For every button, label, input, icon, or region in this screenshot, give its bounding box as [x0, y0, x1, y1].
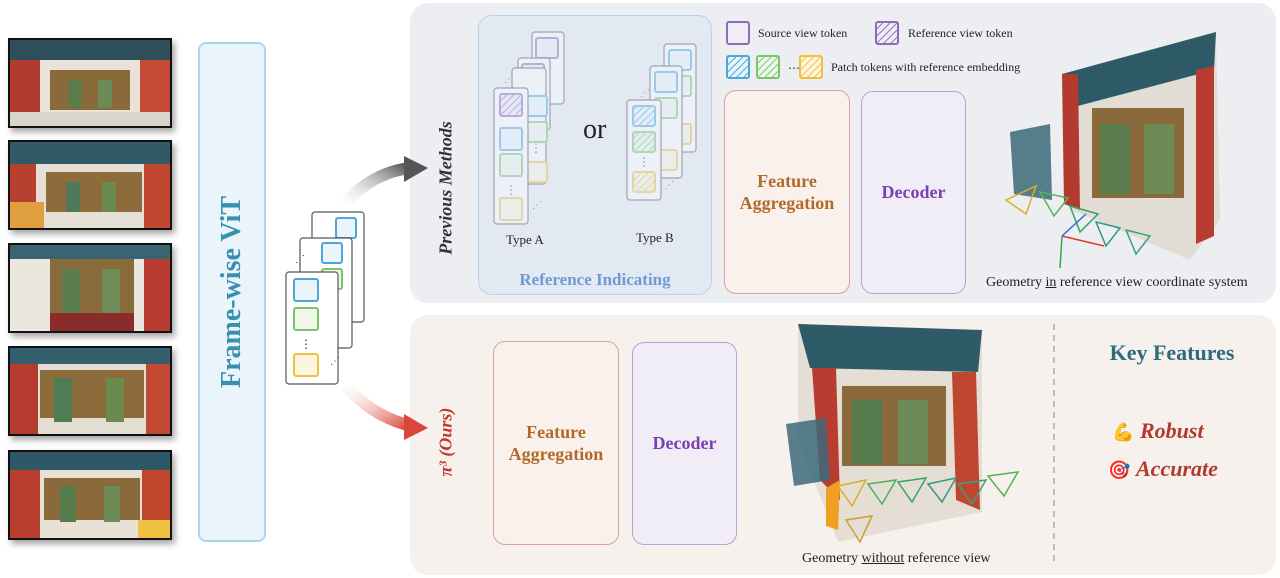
legend-patch-swatches: ⋯ [726, 55, 823, 79]
svg-text:⋯: ⋯ [788, 61, 800, 75]
type-a-label: Type A [506, 232, 544, 247]
key-feature-robust-label: Robust [1140, 418, 1204, 443]
reference-indicating-panel [478, 15, 712, 295]
point-cloud-reference-view [1004, 32, 1220, 269]
legend-reference-swatch [875, 21, 899, 45]
input-frame [8, 346, 172, 436]
ours-feature-aggregation-label: Feature Aggregation [508, 421, 604, 465]
previous-geometry-caption: Geometry in reference view coordinate sy… [986, 275, 1248, 290]
svg-text:⋰: ⋰ [330, 356, 340, 367]
ours-geometry-caption: Geometry without reference view [802, 551, 991, 566]
target-icon: 🎯 [1108, 460, 1131, 480]
input-frame [8, 140, 172, 230]
ours-decoder-box: Decoder [632, 342, 737, 545]
input-frame [8, 450, 172, 540]
reference-indicating-label: Reference Indicating [519, 270, 671, 289]
input-frame [8, 38, 172, 128]
caption-emphasis-without: without [861, 551, 905, 566]
ours-feature-aggregation-box: Feature Aggregation [493, 341, 619, 545]
arrow-to-previous [338, 162, 418, 211]
type-b-label: Type B [636, 230, 674, 245]
previous-methods-label: Previous Methods [435, 121, 456, 255]
input-frame [8, 243, 172, 333]
ours-label: π³ (Ours) [435, 407, 456, 477]
flexed-biceps-icon: 💪 [1112, 422, 1135, 442]
vit-output-token-stack: ⋮ ⋰ ⋰ [285, 211, 365, 385]
previous-decoder-box: Decoder [861, 91, 966, 294]
previous-feature-aggregation-label: Feature Aggregation [739, 170, 835, 214]
key-feature-accurate: 🎯 Accurate [1108, 456, 1218, 482]
point-cloud-no-reference [786, 324, 1020, 544]
arrow-to-ours [338, 378, 418, 432]
ours-decoder-label: Decoder [652, 433, 717, 454]
or-text: or [583, 114, 607, 145]
previous-decoder-label: Decoder [881, 182, 946, 203]
legend-reference-label: Reference view token [908, 26, 1013, 40]
key-features-title: Key Features [1109, 340, 1235, 365]
legend-source-swatch [726, 21, 750, 45]
svg-text:⋮: ⋮ [300, 337, 312, 351]
caption-emphasis-in: in [1045, 275, 1057, 290]
previous-feature-aggregation-box: Feature Aggregation [724, 90, 850, 294]
frame-wise-vit-block [198, 42, 266, 542]
key-feature-accurate-label: Accurate [1136, 456, 1218, 481]
svg-text:⋰: ⋰ [295, 254, 305, 265]
key-feature-robust: 💪 Robust [1112, 418, 1204, 444]
legend-source-label: Source view token [758, 26, 848, 40]
legend-patch-label: Patch tokens with reference embedding [831, 60, 1021, 74]
